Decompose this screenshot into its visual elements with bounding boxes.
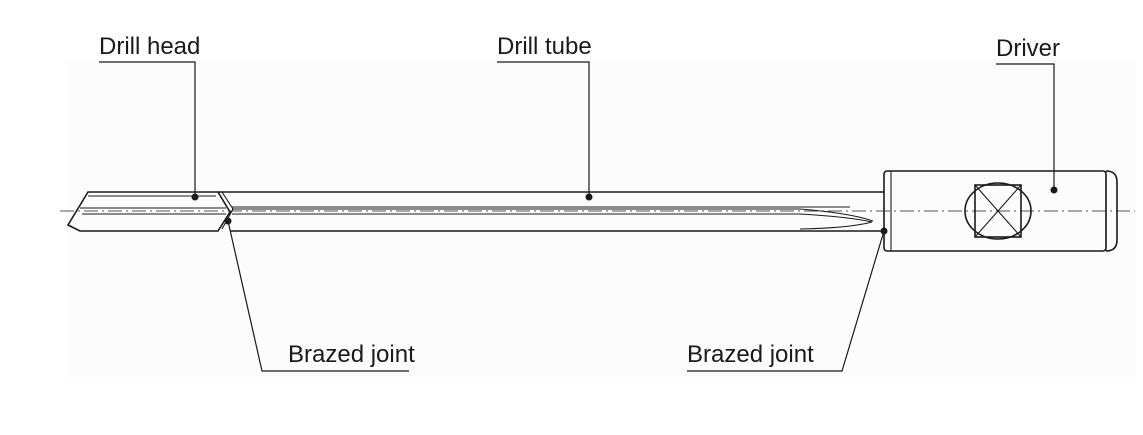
driver-leader [996,63,1055,190]
diagram-background [66,60,1136,378]
drill-head-dot [191,193,199,201]
brazed-joint-left-dot [224,217,232,225]
drill-head-label: Drill head [99,33,200,60]
brazed-joint-left-leader [227,220,409,372]
brazed-joint-right-dot [880,227,888,235]
driver [883,170,1118,252]
brazed-joint-right-leader [687,230,885,372]
brazed-joint-right-label: Brazed joint [687,341,814,368]
driver-label: Driver [996,35,1060,62]
driver-dot [1050,186,1058,194]
drill-head-leader [99,61,196,197]
drill-tube-leader [497,61,590,197]
brazed-joint-left-label: Brazed joint [288,341,415,368]
drill-tube-label: Drill tube [497,33,592,60]
drill-tube [218,191,884,232]
drill-tube-dot [585,193,593,201]
